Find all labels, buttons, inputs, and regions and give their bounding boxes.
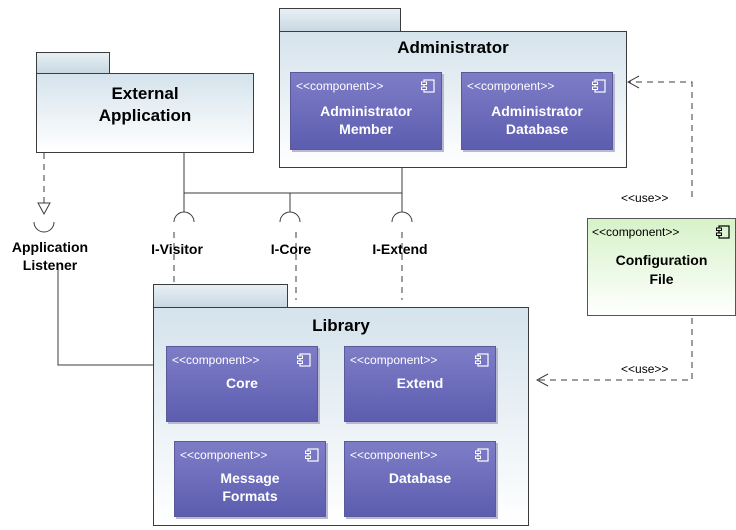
component-name-line1: Message	[220, 470, 280, 486]
use-label-bottom: <<use>>	[621, 362, 669, 376]
component-name: Extend	[396, 375, 444, 391]
component-name-line1: Administrator	[320, 103, 412, 119]
library-package-tab	[153, 284, 288, 308]
use-dependency-admin	[629, 81, 693, 197]
component-icon	[421, 79, 435, 93]
component-icon	[475, 353, 489, 367]
external-package-tab	[36, 52, 110, 74]
component-icon	[305, 448, 319, 462]
component-stereotype: <<component>>	[467, 79, 555, 93]
component-name: Core	[226, 375, 258, 391]
app-listener-arrowhead	[37, 202, 51, 216]
component-stereotype: <<component>>	[180, 448, 268, 462]
component-icon	[297, 353, 311, 367]
component-name-line2: File	[649, 271, 674, 287]
component-name-line1: Administrator	[491, 103, 583, 119]
component-icon	[475, 448, 489, 462]
i-core-socket	[279, 211, 301, 223]
extend-component[interactable]: <<component>> Extend	[344, 346, 496, 422]
message-formats-component[interactable]: <<component>> Message Formats	[174, 441, 326, 517]
component-name-line2: Database	[505, 121, 569, 137]
database-component[interactable]: <<component>> Database	[344, 441, 496, 517]
component-name-line2: Member	[339, 121, 393, 137]
external-package-title-line1: External	[111, 84, 179, 103]
application-listener-label-line1: Application	[11, 239, 89, 255]
library-package-title: Library	[312, 316, 370, 335]
administrator-member-component[interactable]: <<component>> Administrator Member	[290, 72, 442, 150]
i-visitor-socket	[173, 211, 195, 223]
use-label-top: <<use>>	[621, 191, 669, 205]
component-icon	[592, 79, 606, 93]
component-stereotype: <<component>>	[592, 225, 680, 239]
configuration-file-component[interactable]: <<component>> Configuration File	[587, 218, 736, 316]
component-stereotype: <<component>>	[350, 353, 438, 367]
use-dependency-library	[538, 318, 693, 381]
administrator-package-title: Administrator	[397, 38, 509, 57]
i-core-label: I-Core	[270, 241, 312, 257]
administrator-package-tab	[279, 8, 401, 32]
component-icon	[716, 225, 730, 239]
i-extend-label: I-Extend	[372, 241, 428, 257]
component-stereotype: <<component>>	[172, 353, 260, 367]
use-arrowhead-admin	[626, 75, 640, 89]
library-listener-wire	[57, 266, 153, 366]
component-stereotype: <<component>>	[350, 448, 438, 462]
i-visitor-label: I-Visitor	[151, 241, 203, 257]
application-listener-label: Application Listener	[4, 238, 96, 274]
administrator-database-component[interactable]: <<component>> Administrator Database	[461, 72, 613, 150]
core-component[interactable]: <<component>> Core	[166, 346, 318, 422]
external-application-package[interactable]: External Application	[36, 73, 254, 153]
i-extend-socket	[391, 211, 413, 223]
application-listener-label-line2: Listener	[22, 257, 78, 273]
component-name-line1: Configuration	[615, 252, 708, 268]
component-name: Database	[388, 470, 452, 486]
external-package-title-line2: Application	[98, 106, 192, 125]
app-listener-socket	[33, 221, 55, 233]
use-arrowhead-library	[535, 373, 549, 387]
component-name-line2: Formats	[222, 488, 278, 504]
component-stereotype: <<component>>	[296, 79, 384, 93]
